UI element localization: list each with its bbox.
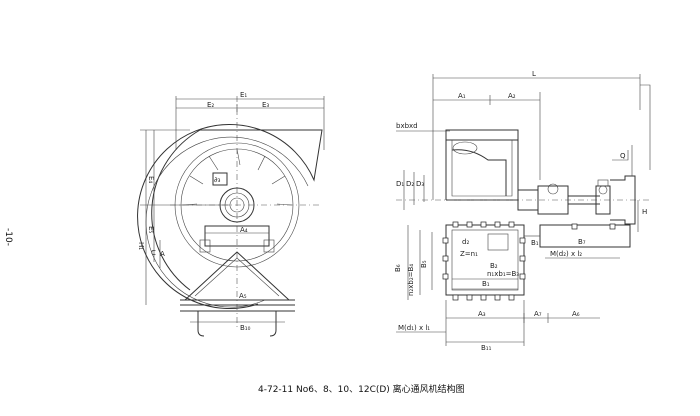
label-h: H bbox=[642, 208, 647, 216]
label-b2: B₂ bbox=[490, 262, 498, 270]
label-n1b1: n₁xb₁=B₃ bbox=[487, 270, 519, 278]
label-a6: A₆ bbox=[572, 310, 580, 318]
label-a5: A₅ bbox=[239, 292, 247, 300]
label-a1: A₁ bbox=[458, 92, 466, 100]
label-l: L bbox=[532, 70, 536, 78]
label-b6: B₆ bbox=[394, 264, 402, 272]
front-view: E₁ E₂ E₃ E₄ E₅ H₁ C A bbox=[137, 91, 325, 337]
label-b1-motor: B₁ bbox=[531, 239, 539, 247]
label-d2: D₂ bbox=[406, 180, 414, 188]
bolt-holes bbox=[442, 221, 526, 301]
page-number: -10- bbox=[3, 228, 13, 246]
outlet-flange bbox=[445, 129, 519, 141]
bearing-frame bbox=[204, 225, 270, 247]
label-b1-frame: B₁ bbox=[482, 280, 490, 288]
drawing-caption: 4-72-11 No6、8、10、12C(D) 离心通风机结构图 bbox=[258, 383, 465, 395]
label-a: A bbox=[160, 250, 165, 258]
label-d3: D₃ bbox=[416, 180, 424, 188]
label-e1: E₁ bbox=[240, 91, 247, 99]
label-d1: D₁ bbox=[396, 180, 404, 188]
bearing-block bbox=[537, 185, 569, 215]
label-a2: A₂ bbox=[508, 92, 516, 100]
label-n2b2: n₂xb₂=B₄ bbox=[407, 264, 415, 296]
label-zn1: Z=n₁ bbox=[460, 250, 478, 258]
label-bxbxd: bxbxd bbox=[396, 122, 418, 130]
label-a3: A₃ bbox=[478, 310, 486, 318]
label-b7: B₇ bbox=[578, 238, 586, 246]
nameplate bbox=[212, 172, 228, 186]
label-b5: B₅ bbox=[420, 260, 428, 268]
label-b11: B₁₁ bbox=[481, 344, 492, 352]
label-e5: E₅ bbox=[147, 226, 155, 233]
volute-casing bbox=[137, 124, 323, 309]
label-m-d1: M(d₁) x l₁ bbox=[398, 324, 430, 332]
label-h1: H₁ bbox=[137, 242, 145, 250]
label-c: C bbox=[151, 249, 156, 257]
label-a4: A₄ bbox=[240, 226, 248, 234]
label-q: Q bbox=[620, 152, 626, 160]
label-e4: E₄ bbox=[147, 176, 155, 183]
label-m-d2: M(d₂) x l₂ bbox=[550, 250, 582, 258]
label-e3: E₃ bbox=[262, 101, 269, 109]
label-d2-hole: d₂ bbox=[462, 238, 469, 246]
nameplate-label: ∂₃ bbox=[214, 176, 221, 184]
label-b10: B₁₀ bbox=[240, 324, 251, 332]
label-a7: A₇ bbox=[534, 310, 542, 318]
casing-side bbox=[445, 140, 519, 201]
label-e2: E₂ bbox=[207, 101, 214, 109]
side-view: L A₁ A₂ bxbxd D₁ D₂ D₃ bbox=[394, 70, 651, 352]
